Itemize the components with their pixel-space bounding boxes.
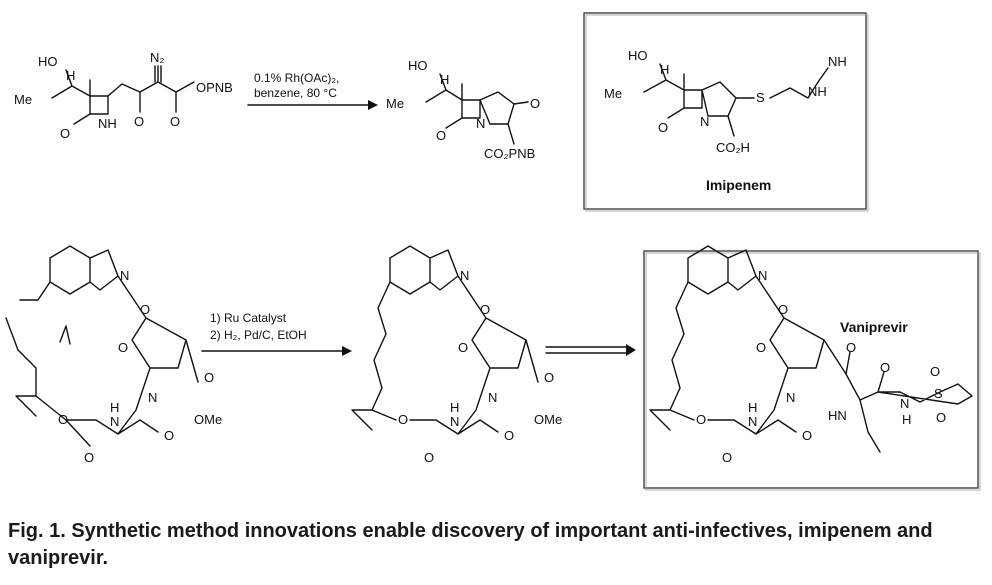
diene-amide-nitrogen: N (110, 414, 119, 429)
macro-alkoxy-oxygen: O (398, 412, 408, 427)
vani-sulfonyl-oxygen-top: O (930, 364, 940, 379)
amide-nh-label: NH (98, 116, 117, 131)
diazo-label: N₂ (150, 50, 164, 65)
vani-sulfonyl-oxygen-bottom: O (936, 410, 946, 425)
vani-ether-oxygen: O (756, 340, 766, 355)
product-ketone-oxygen-label: O (530, 96, 540, 111)
diene-alkoxy-oxygen: O (58, 412, 68, 427)
imipenem-nitrogen-label: N (700, 114, 709, 129)
diene-carbamate-oxygen: O (140, 302, 150, 317)
macro-isoindoline-nitrogen: N (460, 268, 469, 283)
diene-amide-hydrogen: H (110, 400, 119, 415)
vani-amide-hydrogen: H (748, 400, 757, 415)
vani-sulfur-label: S (934, 386, 943, 401)
vani-carbonyl-oxygen: O (722, 450, 732, 465)
diene-methoxy-label: OMe (194, 412, 222, 427)
macro-carbonyl-oxygen: O (424, 450, 434, 465)
vani-proline-nitrogen: N (786, 390, 795, 405)
macro-ether-oxygen: O (458, 340, 468, 355)
vani-alkoxy-oxygen: O (696, 412, 706, 427)
imipenem-methyl-label: Me (604, 86, 622, 101)
vani-sulfonamide-hydrogen: H (902, 412, 911, 427)
macro-proline-nitrogen: N (488, 390, 497, 405)
diene-ether-oxygen: O (118, 340, 128, 355)
reaction-arrow-1: 0.1% Rh(OAc)₂, benzene, 80 °C (247, 71, 378, 110)
macro-carbamate-oxygen: O (480, 302, 490, 317)
diazo-starting-material: HO H Me NH N₂ OPNB O O O (14, 50, 233, 141)
conditions-reagent-label: benzene, 80 °C (254, 86, 337, 100)
macrocycle-intermediate: N O O N O OMe O O H N O (351, 245, 562, 465)
product-lactam-oxygen-label: O (436, 128, 446, 143)
macro-amide-hydrogen: H (450, 400, 459, 415)
imipenem-box: HO H Me N O S NH NH CO₂H Imipenem (583, 12, 869, 212)
hydrogen-label: H (66, 68, 75, 83)
ester-opnb-label: OPNB (196, 80, 233, 95)
methyl-label: Me (14, 92, 32, 107)
product-ester-label: CO₂PNB (484, 146, 535, 161)
bicyclic-ketone-product: HO H Me N O O CO₂PNB (386, 58, 540, 161)
imipenem-name: Imipenem (706, 177, 771, 193)
vani-carbamate-oxygen: O (778, 302, 788, 317)
vani-amide-oxygen: O (802, 428, 812, 443)
imipenem-imine-label: NH (828, 54, 847, 69)
reaction-arrow-2: 1) Ru Catalyst 2) H₂, Pd/C, EtOH (201, 311, 352, 356)
imipenem-lactam-oxygen-label: O (658, 120, 668, 135)
diene-precursor: N O O N O OMe O O H N O (5, 245, 222, 465)
figure-caption: Fig. 1. Synthetic method innovations ena… (8, 520, 933, 569)
imipenem-hydroxyl-label: HO (628, 48, 648, 63)
vaniprevir-name: Vaniprevir (840, 319, 908, 335)
imipenem-acid-label: CO₂H (716, 140, 750, 155)
ester-oxygen-label: O (170, 114, 180, 129)
ketone-oxygen-label: O (134, 114, 144, 129)
vani-amide-nitrogen: N (748, 414, 757, 429)
vani-sulfonamide-nitrogen: N (900, 396, 909, 411)
vani-isoindoline-nitrogen: N (758, 268, 767, 283)
vani-acyl-oxygen: O (880, 360, 890, 375)
macro-ester-oxygen: O (544, 370, 554, 385)
multistep-arrow (545, 344, 636, 356)
vani-amide-hn-label: HN (828, 408, 847, 423)
hydroxyl-label: HO (38, 54, 58, 69)
macro-methoxy-label: OMe (534, 412, 562, 427)
imipenem-hydrogen-label: H (660, 62, 669, 77)
diene-amide-oxygen: O (164, 428, 174, 443)
imipenem-amine-label: NH (808, 84, 827, 99)
product-hydrogen-label: H (440, 72, 449, 87)
reaction-scheme-figure: HO H Me NH N₂ OPNB O O O 0.1% Rh(OAc)₂, … (5, 12, 981, 491)
imipenem-sulfur-label: S (756, 90, 765, 105)
product-methyl-label: Me (386, 96, 404, 111)
diene-ester-oxygen: O (204, 370, 214, 385)
macro-amide-oxygen: O (504, 428, 514, 443)
lactam-oxygen-label: O (60, 126, 70, 141)
hydrogenation-reagent-label: 2) H₂, Pd/C, EtOH (210, 328, 307, 342)
product-nitrogen-label: N (476, 116, 485, 131)
macro-amide-nitrogen: N (450, 414, 459, 429)
product-hydroxyl-label: HO (408, 58, 428, 73)
diene-carbonyl-oxygen: O (84, 450, 94, 465)
vani-proline-carbonyl-oxygen: O (846, 340, 856, 355)
catalyst-reagent-label: 0.1% Rh(OAc)₂, (254, 71, 339, 85)
metathesis-reagent-label: 1) Ru Catalyst (210, 311, 287, 325)
diene-proline-nitrogen: N (148, 390, 157, 405)
diene-isoindoline-nitrogen: N (120, 268, 129, 283)
vaniprevir-box: N O O N O HN O N H S O O O O H N O Vanip… (643, 245, 981, 491)
